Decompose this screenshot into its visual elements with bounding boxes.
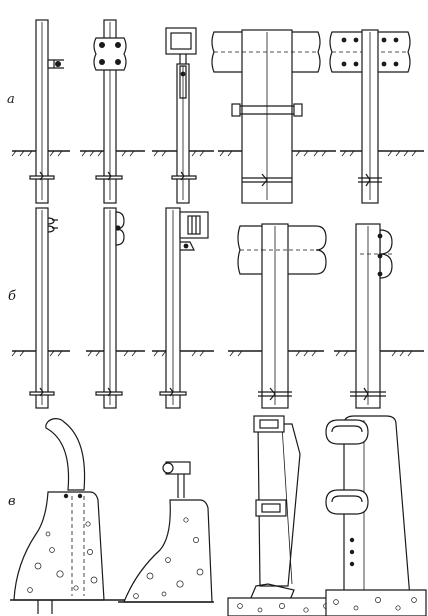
row-label-b: б — [8, 289, 16, 304]
row-label-a: а — [7, 92, 15, 107]
post-b2 — [95, 207, 125, 409]
concrete-barrier-c4 — [325, 415, 427, 616]
post-b1 — [29, 207, 58, 409]
post-a1 — [29, 19, 64, 204]
post-b3 — [159, 207, 209, 409]
post-a5 — [329, 29, 411, 204]
post-b4 — [237, 223, 327, 409]
row-label-c: в — [8, 494, 16, 509]
post-a4 — [211, 29, 321, 204]
concrete-barrier-c1 — [10, 418, 128, 614]
post-a3 — [165, 27, 197, 204]
concrete-barrier-c3 — [227, 415, 343, 616]
concrete-barrier-c2 — [118, 461, 214, 603]
post-b5 — [350, 223, 393, 409]
post-a2 — [93, 19, 127, 204]
